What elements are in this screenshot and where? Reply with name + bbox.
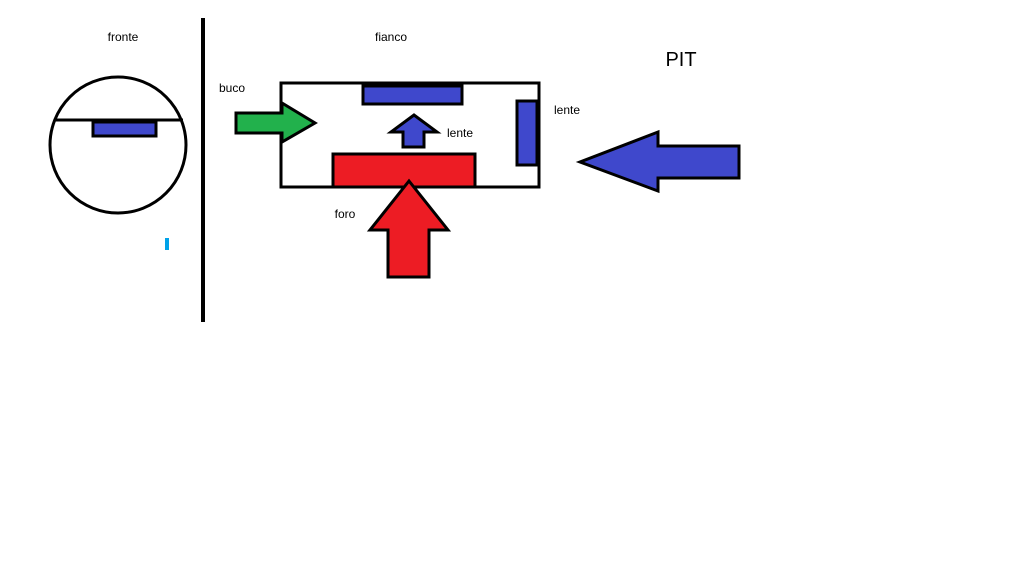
side-view-hole-block xyxy=(331,152,477,189)
side-view: fianco buco foro lente lente xyxy=(219,30,580,279)
foro-arrow xyxy=(366,178,452,279)
front-view-marker xyxy=(165,238,169,250)
pit-arrow xyxy=(575,129,741,194)
side-view-top-lens xyxy=(361,84,464,106)
lens-right-label: lente xyxy=(554,103,580,117)
front-view-circle xyxy=(48,75,188,215)
side-view-label: fianco xyxy=(375,30,407,44)
lens-top-label: lente xyxy=(447,126,473,140)
pit-group: PIT xyxy=(575,49,741,194)
front-view: fronte xyxy=(48,30,188,250)
front-view-label: fronte xyxy=(108,30,139,44)
foro-label: foro xyxy=(335,207,356,221)
buco-arrow xyxy=(234,100,318,145)
lens-up-arrow xyxy=(386,113,442,149)
buco-label: buco xyxy=(219,81,245,95)
front-view-lens xyxy=(91,120,158,138)
pit-label: PIT xyxy=(665,49,696,71)
side-view-right-lens xyxy=(515,99,539,167)
